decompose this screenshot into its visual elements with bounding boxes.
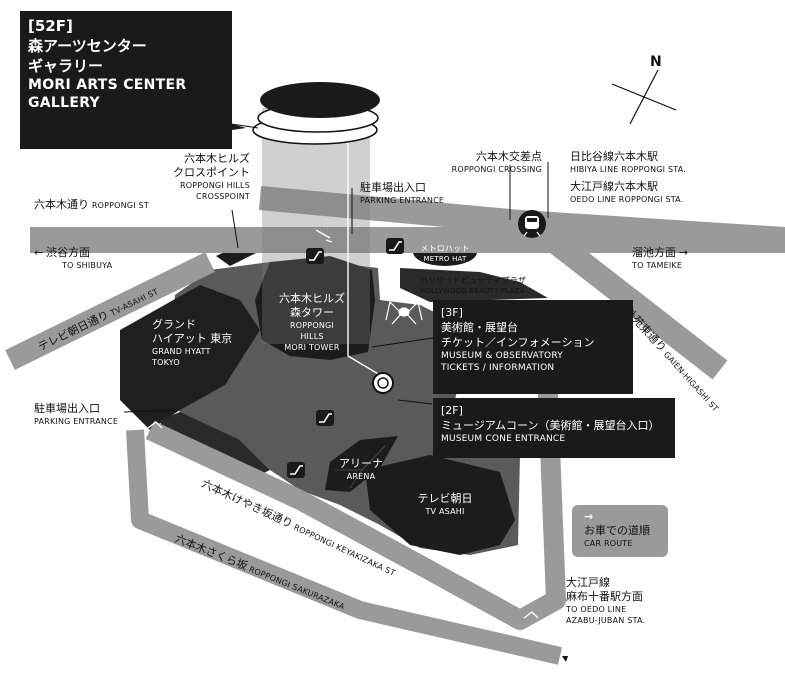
oedo-station-label: 大江戸線六本木駅 OEDO LINE ROPPONGI STA. <box>570 180 684 204</box>
museum-cone-core <box>377 377 389 389</box>
parking-arrow-left <box>147 421 163 429</box>
direction-arrows-crosspoint <box>315 229 333 243</box>
to-shibuya-label: ← 渋谷方面 TO SHIBUYA <box>34 246 113 270</box>
callout-3f: [3F] 美術館・展望台 チケット／インフォメーション MUSEUM & OBS… <box>433 300 633 394</box>
car-route-legend: → お車での道順 CAR ROUTE <box>584 510 650 548</box>
hollywood-beauty-plaza-label: ハリウッドビューティプラザ HOLLYWOOD BEAUTY PLAZA <box>420 276 527 295</box>
callout-2f-connector <box>397 399 433 405</box>
callout-52f-en1: MORI ARTS CENTER <box>28 77 187 93</box>
parking-entrance-top-label: 駐車場出入口 PARKING ENTRANCE <box>360 181 445 205</box>
callout-3f-connector <box>371 337 434 348</box>
car-route-legend-box <box>572 505 668 557</box>
escalator-icon <box>316 410 334 426</box>
car-route-arrow-glyph: → <box>584 510 594 523</box>
callout-52f: [52F] 森アーツセンター ギャラリー MORI ARTS CENTER GA… <box>20 11 232 149</box>
subway-station-icon <box>518 210 546 238</box>
callout-52f-en2: GALLERY <box>28 95 100 111</box>
roppongi-st-label: 六本木通り ROPPONGI ST <box>34 198 149 211</box>
hibiya-station-label: 日比谷線六本木駅 HIBIYA LINE ROPPONGI STA. <box>570 150 687 174</box>
tv-asahi-building <box>365 455 515 555</box>
hollywood-beauty-plaza-building <box>400 268 548 302</box>
tv-asahi-st-road <box>5 252 215 370</box>
crosspoint-leader <box>231 209 239 249</box>
metro-hat-label: メトロハット METRO HAT <box>420 244 470 263</box>
escalator-icon <box>386 238 404 254</box>
arena-building <box>325 436 398 492</box>
arena-radial-lines <box>335 445 386 489</box>
callout-52f-jp2: ギャラリー <box>28 57 104 75</box>
crosspoint-label: 六本木ヒルズ クロスポイント ROPPONGI HILLS CROSSPOINT <box>173 152 250 201</box>
compass-icon <box>611 69 677 125</box>
mori-tower-column <box>262 108 386 379</box>
callout-2f-floor: [2F] <box>441 404 463 417</box>
keyakizaka-st-road <box>145 319 566 630</box>
mori-tower-crown <box>252 82 380 145</box>
maman-spider-sculpture-icon <box>385 300 423 325</box>
parking-left-leader <box>123 409 179 413</box>
mori-tower-footprint <box>255 256 375 360</box>
mori-tower-label: 六本木ヒルズ 森タワー ROPPONGI HILLS MORI TOWER <box>279 292 345 352</box>
arena-label: アリーナ ARENA <box>339 457 383 481</box>
callout-52f-floor: [52F] <box>28 17 73 35</box>
tv-asahi-label: テレビ朝日 TV ASAHI <box>417 492 473 516</box>
car-route-arrow <box>562 656 568 662</box>
callout-2f: [2F] ミュージアムコーン（美術館・展望台入口） MUSEUM CONE EN… <box>433 398 675 458</box>
escalator-icon <box>287 462 305 478</box>
oedo-azabujuban-label: 大江戸線 麻布十番駅方面 TO OEDO LINE AZABU-JUBAN ST… <box>566 576 646 625</box>
roppongi-crossing-label: 六本木交差点 ROPPONGI CROSSING <box>451 150 542 174</box>
escalator-icon <box>306 248 324 264</box>
callout-3f-floor: [3F] <box>441 306 463 319</box>
parking-arrow-bottom <box>523 611 539 619</box>
callout-52f-jp: 森アーツセンター <box>28 37 147 55</box>
grand-hyatt-building <box>120 285 260 430</box>
compass-north-label: N <box>650 54 662 70</box>
sakurazaka-road <box>126 429 563 665</box>
parking-entrance-left-label: 駐車場出入口 PARKING ENTRANCE <box>34 402 119 426</box>
to-tameike-label: 溜池方面 → TO TAMEIKE <box>632 246 689 270</box>
grand-hyatt-label: グランド ハイアット 東京 GRAND HYATT TOKYO <box>152 318 233 367</box>
